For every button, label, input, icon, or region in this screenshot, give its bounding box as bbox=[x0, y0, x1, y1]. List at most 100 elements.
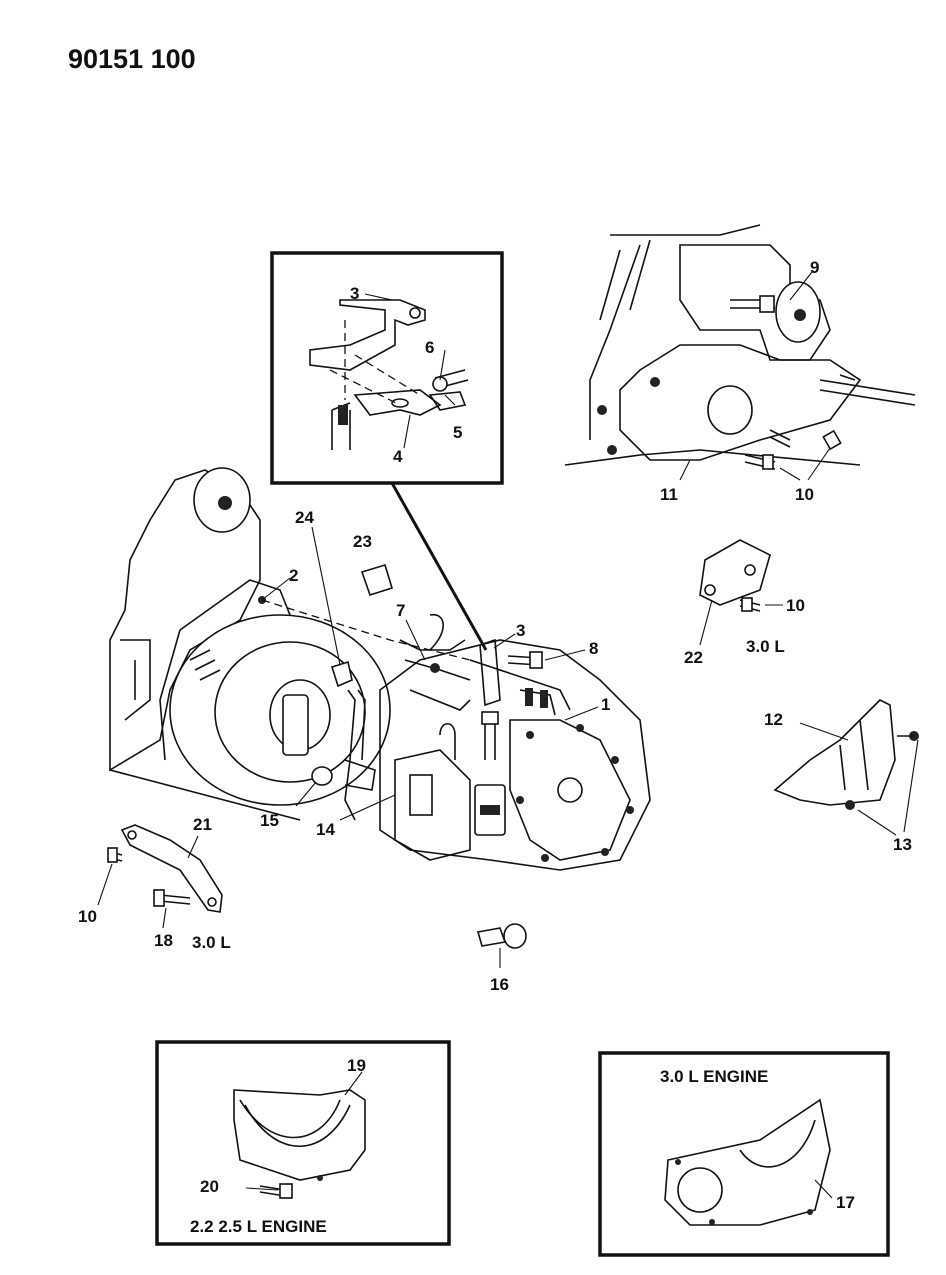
shield-12-leaders bbox=[799, 722, 919, 836]
engine-bolt-dot-b bbox=[597, 405, 607, 415]
inset-bracket-3 bbox=[309, 299, 426, 371]
shift-lever-pivot bbox=[430, 663, 440, 673]
case-bracket-3 bbox=[479, 638, 501, 707]
bolt-10-c bbox=[822, 429, 842, 451]
case-top-rib-b bbox=[540, 690, 548, 708]
callout-3-inset: 3 bbox=[350, 284, 359, 303]
callout-22: 22 bbox=[684, 648, 703, 667]
engine-block-details bbox=[120, 639, 151, 721]
bolt-10-mid-head bbox=[741, 597, 753, 612]
bolt-13-bottom bbox=[845, 800, 855, 810]
adapter-plate-leader bbox=[261, 577, 291, 601]
sensor-stem bbox=[484, 720, 496, 760]
callout-16: 16 bbox=[490, 975, 509, 994]
solenoid-b-band bbox=[480, 805, 500, 815]
caption-inset-right: 3.0 L ENGINE bbox=[660, 1067, 768, 1086]
inset-bracket-hole bbox=[409, 307, 421, 319]
engine-mount-leaders bbox=[679, 271, 831, 481]
bolt-10-b bbox=[769, 429, 791, 448]
callout-18: 18 bbox=[154, 931, 173, 950]
dust-shield-19-rim bbox=[244, 1104, 351, 1148]
mount-bracket-detail-inset: 3 6 5 4 bbox=[270, 251, 504, 485]
callout-1: 1 bbox=[601, 695, 610, 714]
bolt-8-head bbox=[529, 651, 543, 669]
callout-9: 9 bbox=[810, 258, 819, 277]
end-cover-center bbox=[557, 777, 583, 803]
engine-mount-bracket-assembly: 9 11 10 bbox=[564, 224, 916, 504]
inset-nut-5 bbox=[428, 391, 467, 411]
callout-2: 2 bbox=[289, 566, 298, 585]
callout-21: 21 bbox=[193, 815, 212, 834]
callout-5: 5 bbox=[453, 423, 462, 442]
bolt-10-left-head bbox=[107, 847, 118, 863]
callout-17: 17 bbox=[836, 1193, 855, 1212]
shield-12-assembly: 12 13 bbox=[764, 699, 919, 854]
dowel-15 bbox=[311, 766, 333, 786]
callout-15: 15 bbox=[260, 811, 279, 830]
shield-12 bbox=[773, 699, 896, 806]
inset-left-leaders bbox=[245, 1071, 363, 1191]
mount-lower-bracket-11 bbox=[619, 344, 862, 461]
bracket-21-assembly: 21 10 18 3.0 L bbox=[78, 815, 231, 952]
mount-insulator-center bbox=[794, 309, 806, 321]
inset-30l-engine: 17 3.0 L ENGINE bbox=[598, 1051, 890, 1257]
callout-4: 4 bbox=[393, 447, 403, 466]
callout-20: 20 bbox=[200, 1177, 219, 1196]
dust-shield-17-holes bbox=[675, 1159, 813, 1225]
lower-bracket-boss bbox=[707, 385, 753, 435]
torque-converter-shaft bbox=[282, 694, 309, 756]
bolt-20-head bbox=[279, 1183, 293, 1199]
engine-transaxle-main: 15 7 3 bbox=[109, 467, 651, 871]
bracket-21-leaders bbox=[97, 835, 199, 929]
bracket-21 bbox=[120, 824, 223, 913]
inset-leader-lines bbox=[364, 293, 456, 449]
inset-pointer-line bbox=[390, 482, 488, 651]
transaxle-end-cover bbox=[509, 719, 631, 861]
callout-24: 24 bbox=[295, 508, 314, 527]
sensor-16-cap bbox=[503, 923, 527, 949]
shield-12-ribs bbox=[839, 719, 869, 791]
bolt-8-leader bbox=[544, 649, 586, 661]
callout-23: 23 bbox=[353, 532, 372, 551]
bracket-22 bbox=[699, 539, 771, 606]
dust-shield-19 bbox=[233, 1089, 366, 1181]
dust-shield-17-ring bbox=[677, 1167, 723, 1213]
alignment-line bbox=[261, 599, 471, 661]
engine-bolt-dot-c bbox=[650, 377, 660, 387]
dowel-15-leader bbox=[295, 781, 317, 807]
solenoid-a bbox=[409, 774, 433, 816]
bolt-18-shaft bbox=[159, 894, 191, 905]
dipstick-tube-14 bbox=[344, 689, 366, 821]
engine-pulley-hub bbox=[218, 496, 232, 510]
mount-upper-bracket bbox=[679, 244, 831, 361]
dipstick-leader bbox=[339, 794, 396, 821]
block-23 bbox=[360, 564, 393, 596]
shift-lever-leader bbox=[405, 619, 426, 661]
callout-10-left: 10 bbox=[78, 907, 97, 926]
bracket-22-assembly: 22 10 3.0 L bbox=[684, 539, 805, 667]
transaxle-case bbox=[379, 639, 651, 871]
clip-24-leader bbox=[311, 526, 341, 666]
bracket-22-hole-b bbox=[704, 584, 716, 596]
engine-base bbox=[109, 769, 301, 821]
case-top-rib-a bbox=[525, 688, 533, 706]
valve-body bbox=[394, 749, 471, 861]
callout-12: 12 bbox=[764, 710, 783, 729]
inset-22-25l-engine: 19 20 2.2 2.5 L ENGINE bbox=[155, 1040, 451, 1246]
bracket-21-hole bbox=[127, 830, 137, 840]
inset-right-leader bbox=[814, 1179, 833, 1199]
callout-3-main: 3 bbox=[516, 621, 525, 640]
bracket-22-leaders bbox=[699, 599, 783, 646]
shift-lever-7 bbox=[399, 639, 471, 711]
inset-left-frame bbox=[155, 1040, 451, 1246]
inset-assembly-lines bbox=[329, 320, 421, 406]
callout-13: 13 bbox=[893, 835, 912, 854]
ring-gear-teeth bbox=[189, 649, 221, 681]
caption-bracket-22-engine: 3.0 L bbox=[746, 637, 785, 656]
caption-bracket-21-engine: 3.0 L bbox=[192, 933, 231, 952]
inset-plate-4 bbox=[353, 389, 442, 416]
inset-plate-hole bbox=[391, 398, 409, 408]
callout-14: 14 bbox=[316, 820, 335, 839]
callout-8: 8 bbox=[589, 639, 598, 658]
document-number: 90151 100 bbox=[68, 44, 196, 74]
